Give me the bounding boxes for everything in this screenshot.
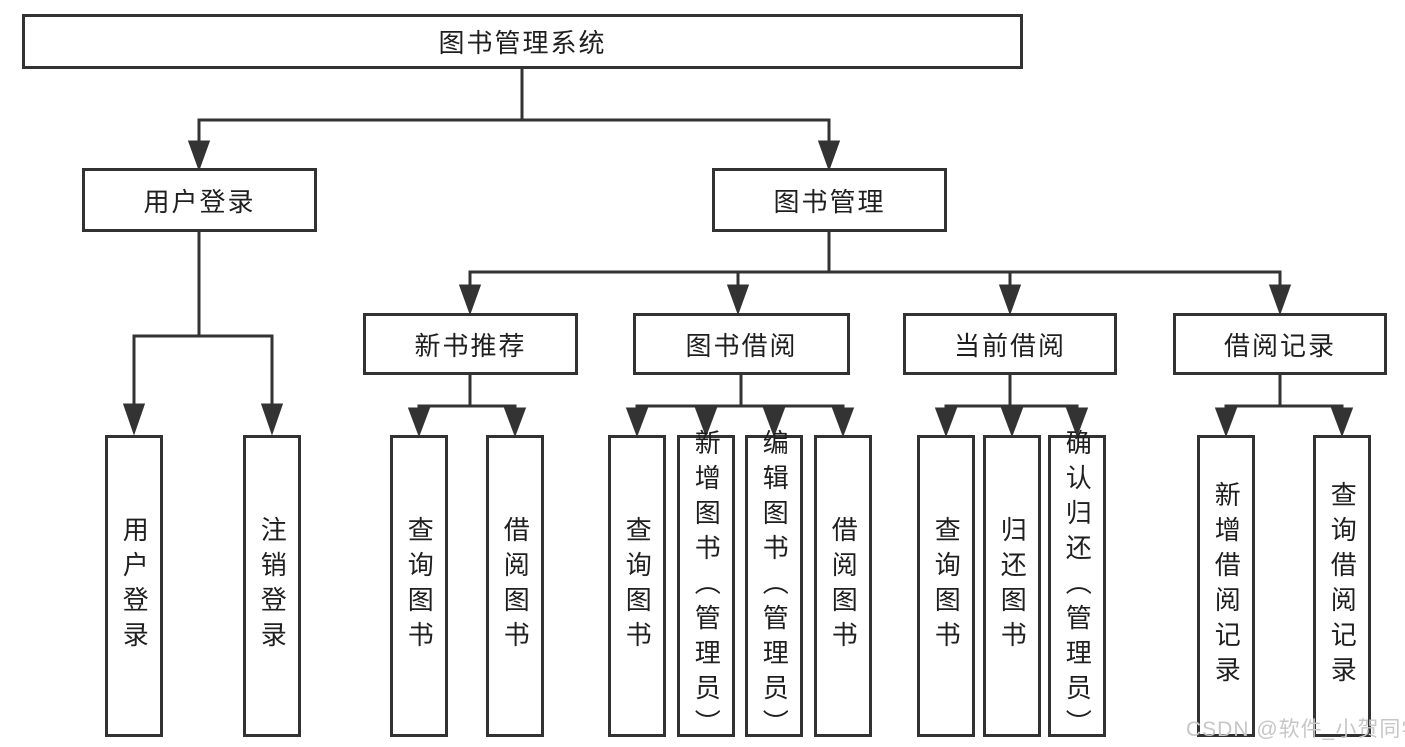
leaf-label: 用户登录	[119, 516, 150, 656]
leaf-record-query-borrow-record: 查询借阅记录	[1313, 435, 1371, 737]
leaf-recommend-borrow-book: 借阅图书	[486, 435, 544, 737]
leaf-label: 查询图书	[931, 516, 962, 656]
connector-current-borrow-to-leaves	[934, 375, 1089, 438]
connector-book-management-to-level3	[458, 232, 1292, 316]
csdn-watermark: CSDN @软件_小贺同学	[1186, 718, 1405, 741]
leaf-label: 新增借阅记录	[1211, 481, 1242, 691]
leaf-record-add-borrow-record: 新增借阅记录	[1197, 435, 1255, 737]
leaf-borrow-edit-book-admin: 编辑图书（管理员）	[745, 429, 803, 744]
leaf-label: 查询图书	[404, 516, 435, 656]
leaf-label: 确认归还（管理员）	[1062, 428, 1093, 744]
connector-book-borrow-to-leaves	[625, 375, 855, 438]
leaf-label: 新增图书（管理员）	[691, 428, 722, 744]
leaf-user-login: 用户登录	[105, 435, 163, 737]
leaf-label: 归还图书	[997, 516, 1028, 656]
leaf-borrow-query-book: 查询图书	[608, 435, 666, 737]
leaf-current-confirm-return-admin: 确认归还（管理员）	[1048, 429, 1106, 744]
connector-user-login-to-leaves	[122, 232, 284, 436]
leaf-borrow-borrow-book: 借阅图书	[814, 435, 872, 737]
node-label: 用户登录	[143, 186, 256, 217]
leaf-label: 查询图书	[622, 516, 653, 656]
leaf-current-return-book: 归还图书	[983, 435, 1041, 737]
connector-borrow-record-to-leaves	[1214, 375, 1354, 438]
node-label: 图书管理	[773, 186, 886, 217]
leaf-logout: 注销登录	[243, 435, 301, 737]
leaf-borrow-add-book-admin: 新增图书（管理员）	[677, 429, 735, 744]
node-new-book-recommend: 新书推荐	[363, 313, 578, 375]
node-label: 图书管理系统	[438, 28, 607, 58]
leaf-label: 编辑图书（管理员）	[759, 428, 790, 744]
node-borrow-record: 借阅记录	[1173, 313, 1387, 375]
node-book-management: 图书管理	[712, 168, 947, 232]
node-label: 当前借阅	[953, 330, 1066, 361]
leaf-recommend-query-book: 查询图书	[390, 435, 448, 737]
node-label: 新书推荐	[414, 330, 527, 361]
connector-new-book-recommend-to-leaves	[407, 375, 527, 438]
node-label: 借阅记录	[1223, 330, 1336, 361]
connector-root-to-level2	[187, 69, 841, 172]
leaf-current-query-book: 查询图书	[917, 435, 975, 737]
node-book-borrow: 图书借阅	[633, 313, 850, 375]
node-user-login: 用户登录	[82, 168, 317, 232]
leaf-label: 借阅图书	[828, 516, 859, 656]
node-root: 图书管理系统	[22, 14, 1023, 69]
leaf-label: 注销登录	[257, 516, 288, 656]
leaf-label: 借阅图书	[500, 516, 531, 656]
node-label: 图书借阅	[685, 330, 798, 361]
leaf-label: 查询借阅记录	[1327, 481, 1358, 691]
node-current-borrow: 当前借阅	[903, 313, 1117, 375]
